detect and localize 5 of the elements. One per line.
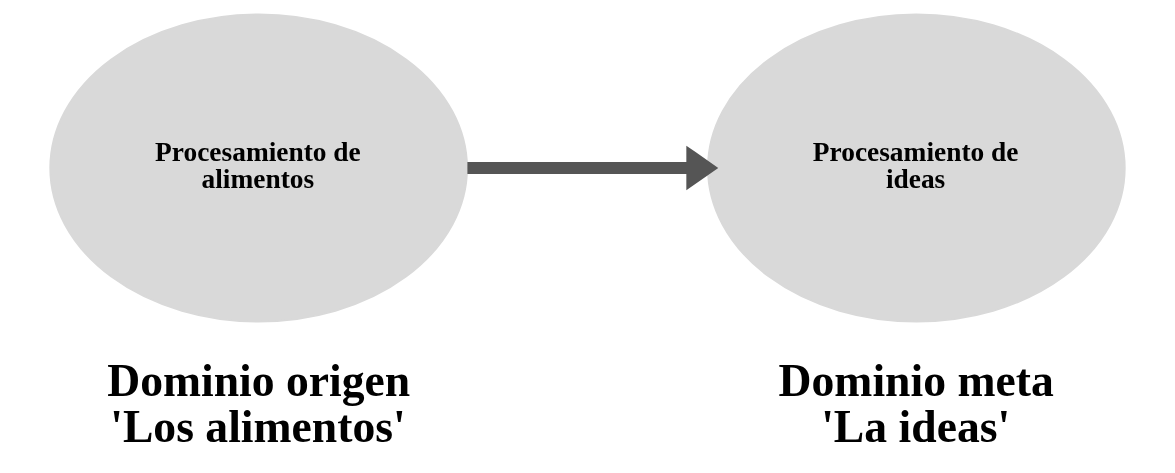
node-label: Dominio meta 'La ideas' [778, 355, 1054, 453]
arrow [467, 145, 719, 191]
node-label: Dominio origen 'Los alimentos' [107, 355, 411, 453]
node-ellipse: Procesamiento de ideas [707, 13, 1126, 323]
node-ellipse: Procesamiento de alimentos [49, 13, 468, 323]
